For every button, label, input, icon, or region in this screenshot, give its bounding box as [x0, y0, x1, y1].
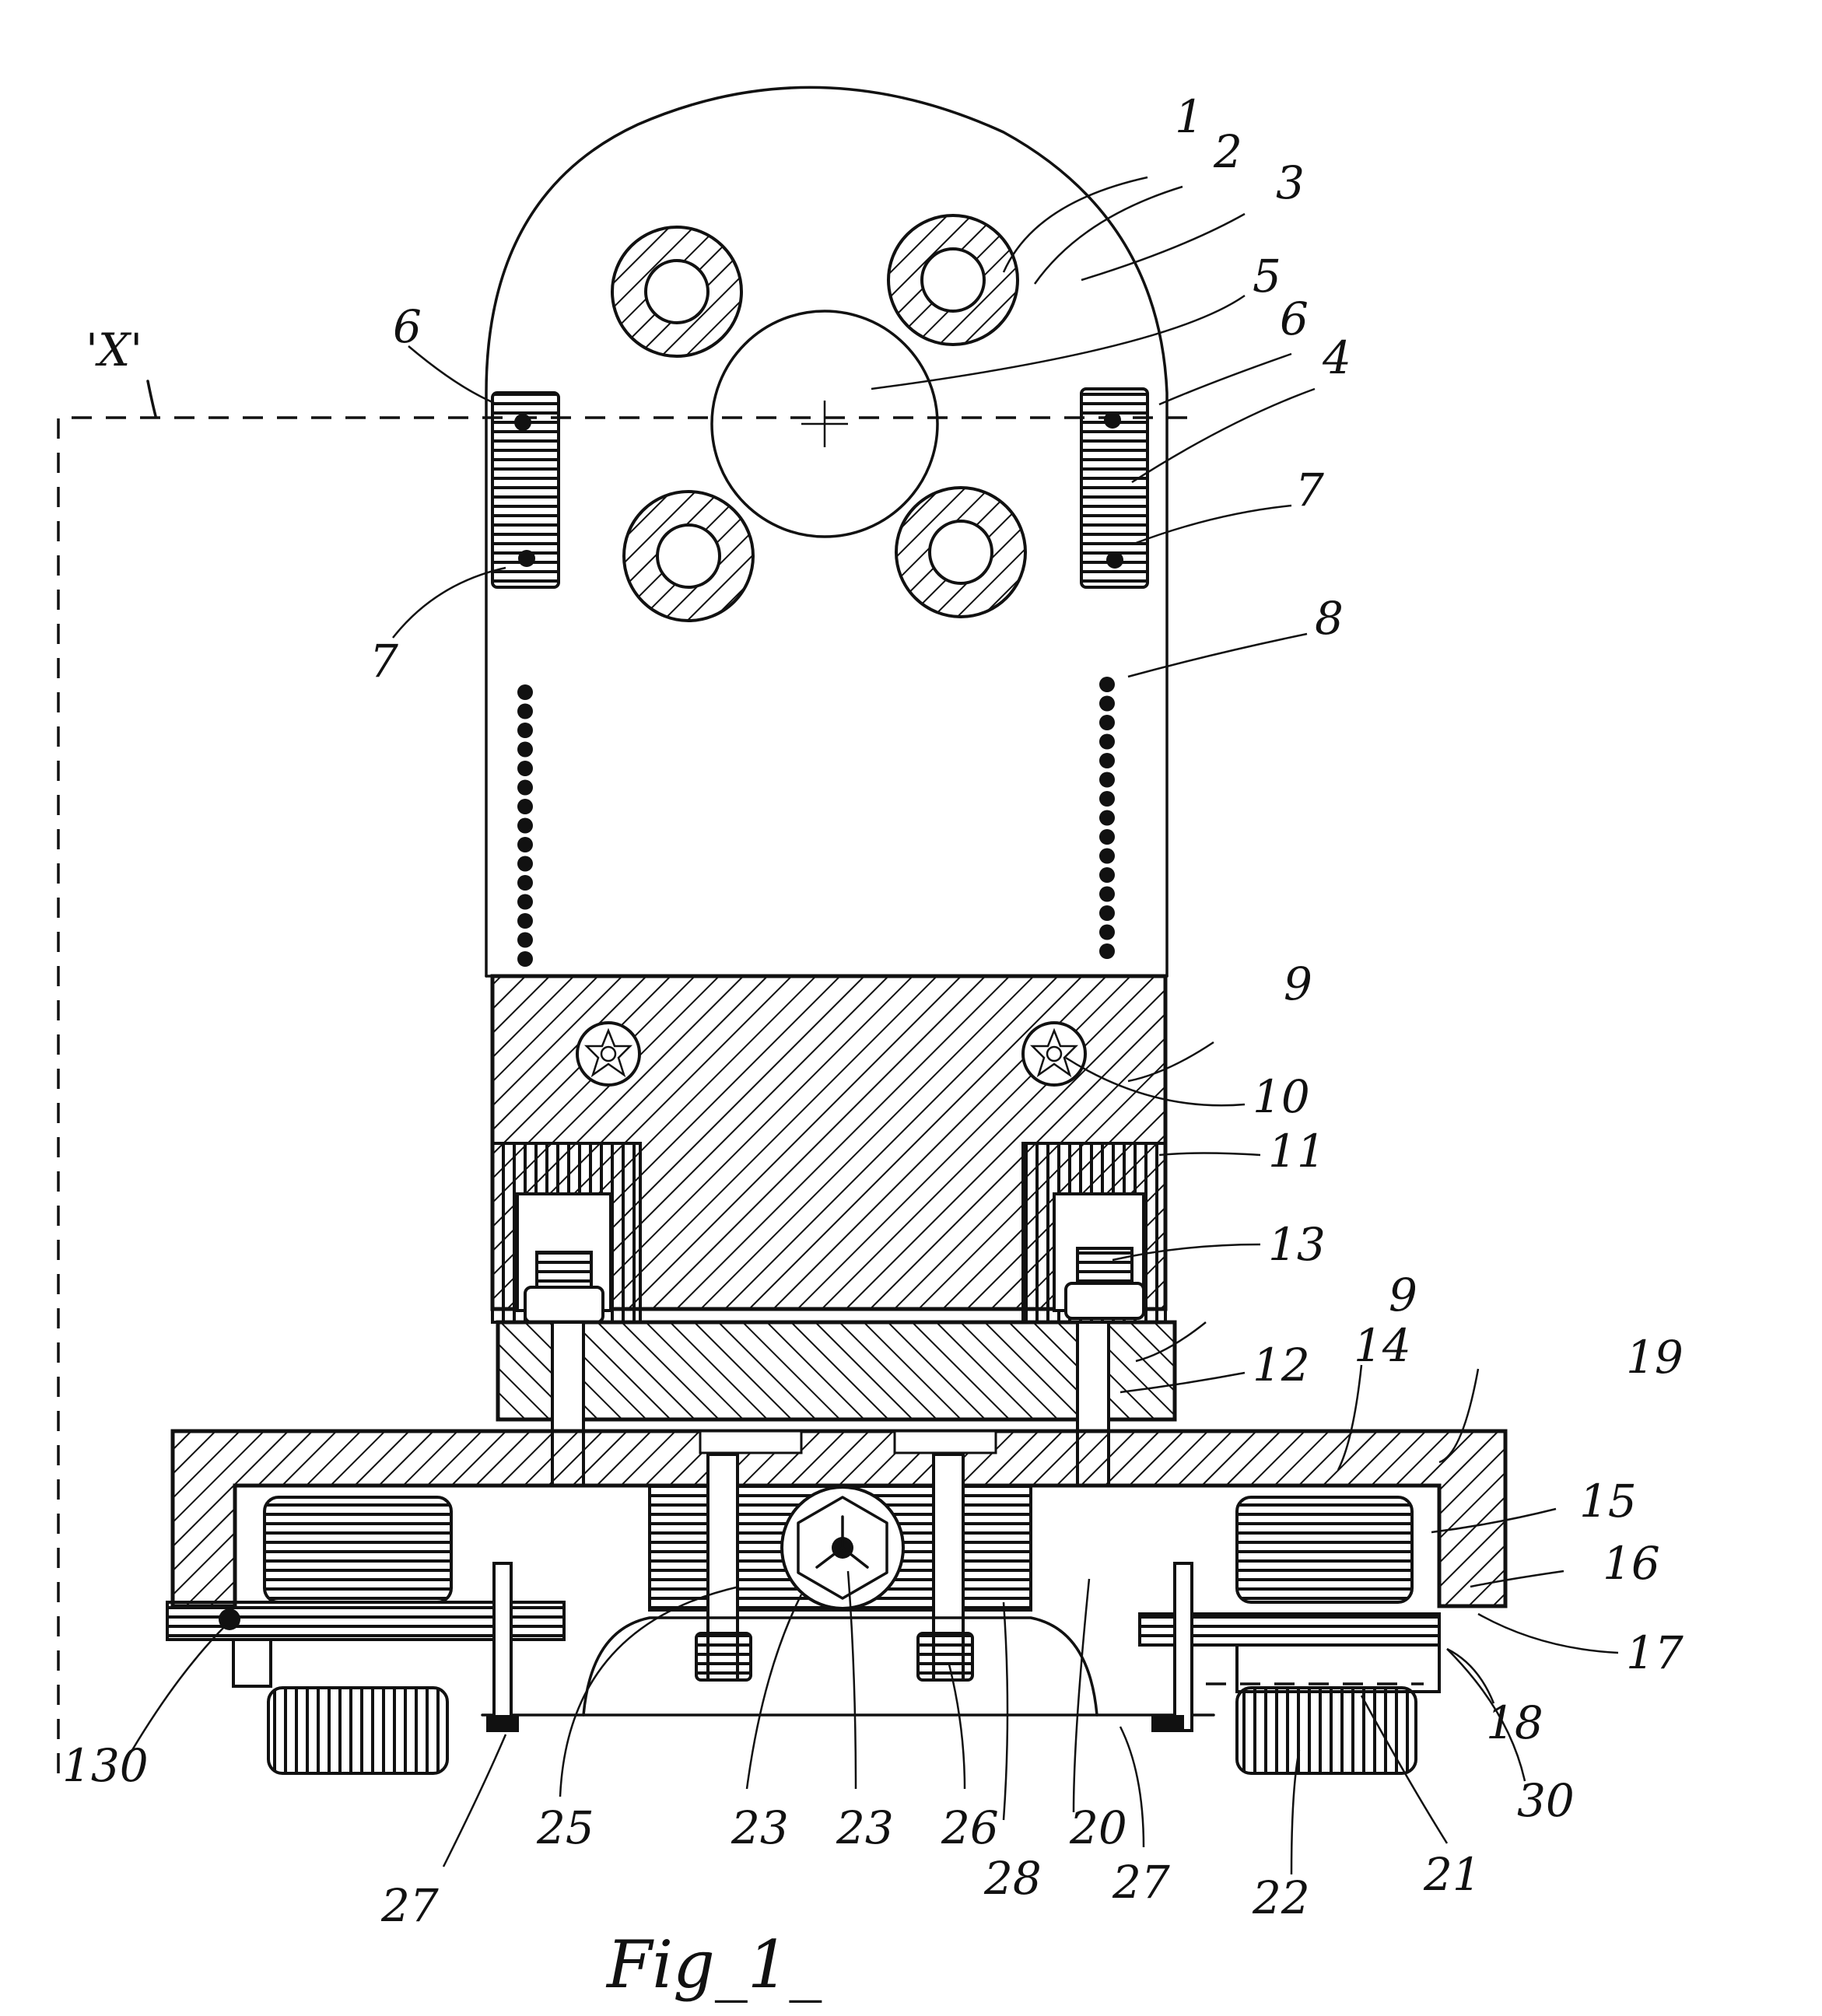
label-30r: 30 [1517, 1774, 1575, 1827]
label-25: 25 [536, 1801, 594, 1854]
plate-body [486, 87, 1167, 976]
label-21: 21 [1423, 1848, 1481, 1901]
label-23: 23 [731, 1801, 789, 1854]
bolt-ring [624, 492, 753, 621]
label-22: 22 [1252, 1871, 1310, 1924]
label-3: 1 [1175, 90, 1204, 143]
dot-mark [517, 761, 533, 776]
label-1: 3 [1276, 156, 1305, 209]
label-4: 4 [1322, 331, 1351, 384]
dot-mark [517, 951, 533, 967]
dot-mark [1099, 677, 1115, 692]
label-26: 26 [941, 1801, 999, 1854]
dot-mark [517, 913, 533, 929]
dot-mark [1099, 753, 1115, 768]
label-9l: 9 [1389, 1269, 1417, 1321]
label-27l: 27 [380, 1879, 439, 1932]
dot-mark [1099, 905, 1115, 921]
label-11: 11 [1268, 1125, 1326, 1178]
label-9u: 9 [1284, 957, 1312, 1010]
label-10: 10 [1253, 1070, 1310, 1123]
label-20: 20 [1069, 1801, 1127, 1854]
dot-mark [517, 933, 533, 948]
axis-label: 'X' [86, 324, 142, 376]
central-hub [650, 1454, 1031, 1680]
bolt-ring [896, 488, 1025, 617]
label-14: 14 [1354, 1319, 1411, 1372]
dot-rows [517, 677, 1115, 967]
dot-mark [1099, 887, 1115, 902]
dot-mark [517, 684, 533, 700]
dot-mark [1099, 810, 1115, 826]
label-27r: 27 [1112, 1856, 1170, 1909]
label-7r: 7 [1295, 464, 1324, 516]
dot-mark [517, 837, 533, 852]
dot-mark [517, 818, 533, 834]
dot-mark [1099, 696, 1115, 712]
label-19: 19 [1626, 1331, 1684, 1384]
label-7l: 7 [370, 635, 398, 688]
label-12: 12 [1253, 1339, 1310, 1391]
label-15: 15 [1579, 1475, 1637, 1528]
dot-mark [517, 875, 533, 891]
dot-mark [1099, 849, 1115, 864]
label-18: 18 [1486, 1696, 1543, 1749]
skirt [482, 1618, 1214, 1715]
label-2: 2 [1213, 125, 1242, 178]
label-8: 8 [1315, 592, 1344, 645]
label-6l: 6 [393, 300, 422, 353]
dot-mark [517, 799, 533, 814]
label-130: 130 [62, 1739, 149, 1792]
dot-mark [1099, 867, 1115, 883]
dot-mark [517, 742, 533, 758]
dot-mark [1099, 715, 1115, 730]
label-5: 5 [1253, 250, 1281, 303]
right-wheel [1140, 1497, 1439, 1773]
dot-mark [1099, 734, 1115, 750]
label-6r: 6 [1280, 292, 1309, 345]
dot-mark [1099, 943, 1115, 959]
dot-mark [517, 856, 533, 872]
dot-mark [1099, 772, 1115, 788]
label-17: 17 [1626, 1626, 1684, 1679]
label-16: 16 [1603, 1537, 1660, 1590]
dot-mark [1099, 829, 1115, 845]
dot-mark [1099, 791, 1115, 807]
bolt-ring [888, 215, 1018, 345]
label-24: 23 [836, 1801, 894, 1854]
center-hole [712, 311, 937, 537]
label-13: 13 [1268, 1218, 1326, 1271]
dot-mark [517, 723, 533, 738]
label-28: 28 [983, 1852, 1042, 1905]
dot-mark [517, 704, 533, 719]
dot-mark [1099, 925, 1115, 940]
dot-mark [517, 894, 533, 910]
dot-mark [517, 780, 533, 796]
figure-caption: Fig_1_ [605, 1927, 822, 2003]
bolt-ring [612, 227, 741, 356]
